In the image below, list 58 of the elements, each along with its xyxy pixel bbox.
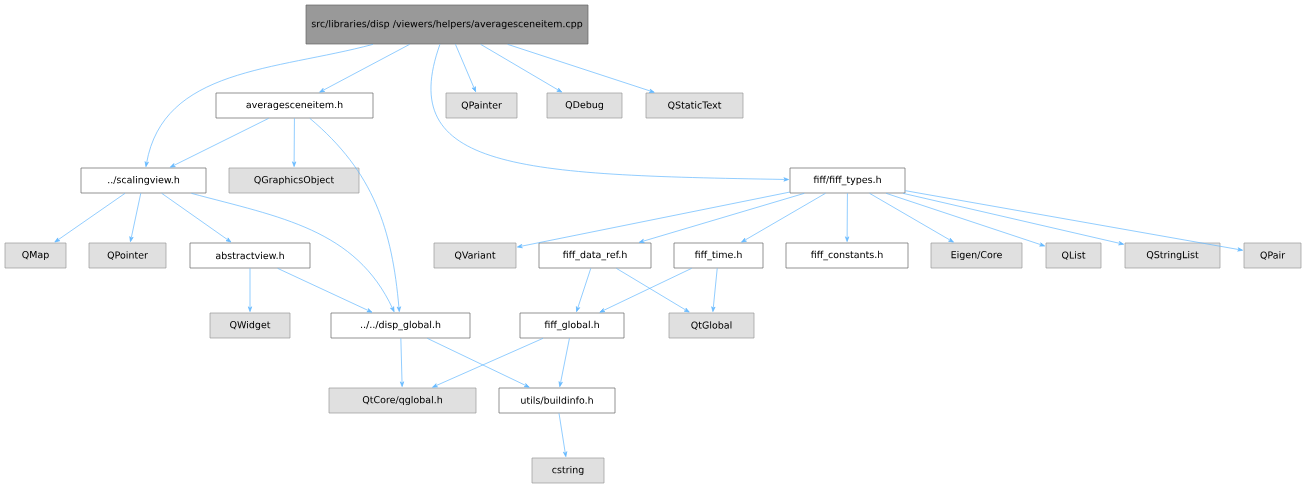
file-box: QPair	[1243, 242, 1302, 269]
arrow	[191, 193, 395, 313]
file-box: QStringList	[1124, 242, 1221, 269]
arrow	[431, 44, 789, 182]
file-box: QGraphicsObject	[228, 167, 360, 194]
file-box: QtCore/qglobal.h	[328, 387, 477, 414]
arrow	[54, 193, 126, 243]
arrow	[399, 338, 405, 387]
file-box: ../../disp_global.h	[330, 312, 471, 339]
file-box: cstring	[531, 457, 605, 484]
arrow	[480, 44, 563, 93]
file-box: fiff_constants.h	[785, 242, 909, 269]
arrow	[638, 193, 805, 243]
arrow	[845, 193, 850, 242]
file-box: QStaticText	[645, 92, 744, 119]
file-box: QList	[1045, 242, 1102, 269]
file-box: src/libraries/disp /viewers/helpers/averagesceneitem.cpp	[305, 4, 589, 45]
file-box: fiff_global.h	[519, 312, 625, 339]
arrow	[741, 193, 826, 243]
file-box: QVariant	[433, 242, 517, 269]
arrow	[309, 118, 401, 312]
file-box: QPointer	[88, 242, 167, 269]
file-box: averagesceneitem.h	[215, 92, 374, 119]
arrow	[517, 191, 790, 249]
arrow	[507, 44, 655, 93]
arrow	[599, 268, 692, 313]
file-box: abstractview.h	[189, 242, 311, 269]
file-box: fiff/fiff_types.h	[789, 167, 906, 194]
file-box: QPainter	[445, 92, 518, 119]
arrow	[247, 268, 253, 312]
file-box: QWidget	[209, 312, 291, 339]
arrow	[711, 268, 718, 312]
arrow	[169, 118, 269, 168]
file-box: fiff_time.h	[673, 242, 764, 269]
arrow	[885, 193, 1045, 247]
file-box: QtGlobal	[668, 312, 755, 339]
arrow	[902, 193, 1124, 246]
arrow	[558, 413, 568, 457]
file-box: utils/buildinfo.h	[498, 387, 616, 414]
arrow	[455, 44, 476, 93]
file-box: fiff_data_ref.h	[538, 242, 652, 269]
arrow	[161, 193, 232, 243]
arrow	[292, 118, 297, 167]
file-box: Eigen/Core	[930, 242, 1023, 269]
arrow	[319, 44, 410, 93]
file-box: ../scalingview.h	[80, 167, 207, 194]
arrow	[576, 268, 592, 313]
arrow	[432, 338, 544, 388]
arrow	[144, 44, 374, 167]
arrow	[905, 190, 1243, 252]
arrow	[129, 193, 142, 242]
file-box: QMap	[4, 242, 67, 269]
arrow	[616, 268, 690, 313]
arrow	[558, 338, 570, 387]
arrow	[869, 193, 954, 243]
arrow	[426, 338, 530, 388]
arrow	[277, 268, 373, 313]
file-box: QDebug	[546, 92, 623, 119]
